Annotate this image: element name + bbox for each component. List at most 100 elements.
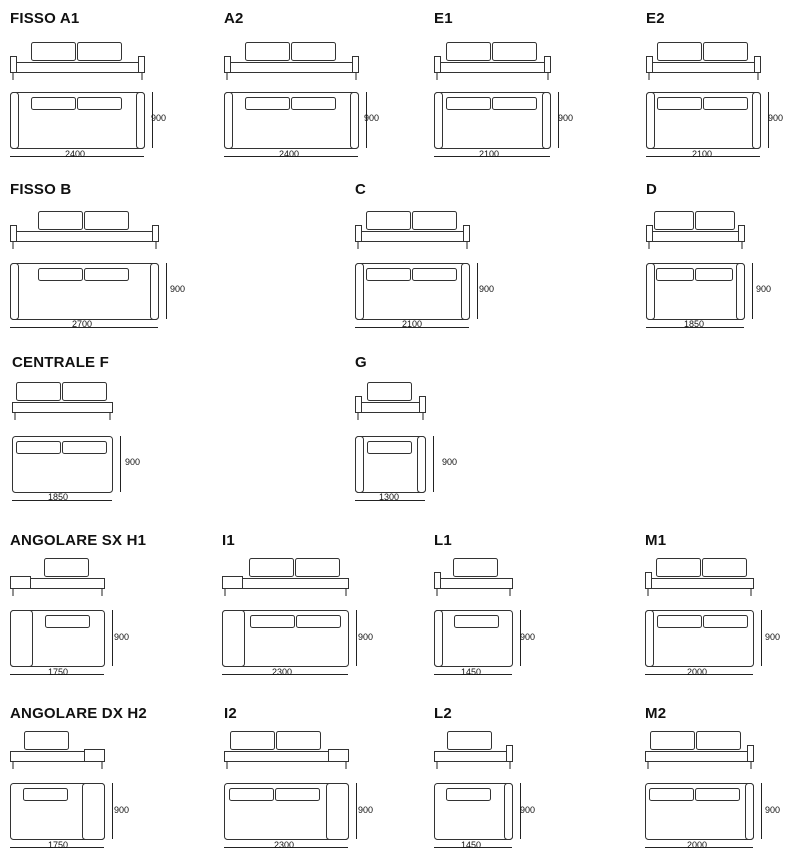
top-view-drawing [434,610,521,675]
depth-dimension-label: 900 [765,805,781,815]
back-cushion [650,731,695,750]
depth-dimension-label: 900 [520,805,536,815]
seat-base [646,62,761,73]
armrest [152,225,159,242]
armrest-top [417,436,426,493]
back-cushion [453,558,498,577]
back-cushion-top [695,268,733,281]
module-title: E2 [646,10,665,27]
front-view-drawing [646,211,745,249]
front-view-drawing [355,211,470,249]
module-title: C [355,181,367,198]
width-dimension-label: 2700 [72,319,93,329]
module-fisso-b: FISSO B 900 2700 [10,181,200,336]
back-cushion [77,42,122,61]
module-title: I2 [224,705,237,722]
top-view-drawing [10,610,113,675]
armrest [747,745,754,762]
back-cushion [657,42,702,61]
seat-base [10,62,145,73]
module-l1: L1 900 1450 [434,532,574,687]
depth-dimension-label: 900 [756,284,772,294]
armrest-top [10,92,19,149]
depth-dimension-label: 900 [114,805,130,815]
module-title: L2 [434,705,452,722]
back-cushion [16,382,61,401]
seat-base [434,751,513,762]
depth-dimension-label: 900 [358,805,374,815]
module-m1: M1 900 2000 [645,532,791,687]
back-cushion [291,42,336,61]
module-fisso-a1: FISSO A1 900 2400 [10,10,185,165]
front-view-drawing [645,558,754,596]
depth-dimension-label: 900 [170,284,186,294]
top-view-drawing [646,92,769,157]
back-cushion [696,731,741,750]
back-cushion-top [62,441,107,454]
front-view-drawing [12,382,113,420]
module-d: D 900 1850 [646,181,791,336]
seat-base [224,62,359,73]
back-cushion-top [250,615,295,628]
module-a2: A2 900 2400 [224,10,399,165]
chaise-end [222,576,243,589]
front-view-drawing [10,731,105,769]
armrest-top [150,263,159,320]
back-cushion-top [84,268,129,281]
seat-base [355,402,426,413]
depth-dimension-label: 900 [364,113,380,123]
width-dimension-label: 1750 [48,667,69,677]
back-cushion [44,558,89,577]
back-cushion [447,731,492,750]
top-view-drawing [645,610,762,675]
armrest-top [350,92,359,149]
armrest [355,396,362,413]
back-cushion [276,731,321,750]
back-cushion-top [657,615,702,628]
armrest-top [434,610,443,667]
width-dimension-label: 2000 [687,667,708,677]
module-title: FISSO B [10,181,72,198]
armrest [463,225,470,242]
width-dimension-label: 2000 [687,840,708,850]
depth-dimension-label: 900 [125,457,141,467]
back-cushion-top [245,97,290,110]
top-view-drawing [222,610,357,675]
back-cushion-top [656,268,694,281]
back-cushion [366,211,411,230]
back-cushion-top [649,788,694,801]
module-title: E1 [434,10,453,27]
depth-dimension-label: 900 [765,632,781,642]
back-cushion [230,731,275,750]
seat-base [355,231,470,242]
module-title: FISSO A1 [10,10,80,27]
top-view-drawing [224,92,367,157]
top-view-drawing [10,263,167,328]
module-l2: L2 900 1450 [434,705,574,860]
back-cushion-top [367,441,412,454]
module-angolare-sx-h1: ANGOLARE SX H1 900 1750 [10,532,210,687]
armrest-top [736,263,745,320]
back-cushion [656,558,701,577]
chaise-end [328,749,349,762]
seat-base [434,578,513,589]
armrest [646,56,653,73]
back-cushion-top [23,788,68,801]
width-dimension-label: 1300 [379,492,400,502]
back-cushion-top [77,97,122,110]
back-cushion [654,211,694,230]
back-cushion [492,42,537,61]
top-view-drawing [355,436,434,501]
front-view-drawing [10,211,159,249]
back-cushion [38,211,83,230]
module-title: A2 [224,10,244,27]
width-dimension-label: 1450 [461,840,482,850]
back-cushion-top [446,788,491,801]
seat-base [645,578,754,589]
depth-dimension-label: 900 [558,113,574,123]
front-view-drawing [434,558,513,596]
back-cushion [703,42,748,61]
armrest [224,56,231,73]
top-view-drawing [10,92,153,157]
module-title: G [355,354,367,371]
